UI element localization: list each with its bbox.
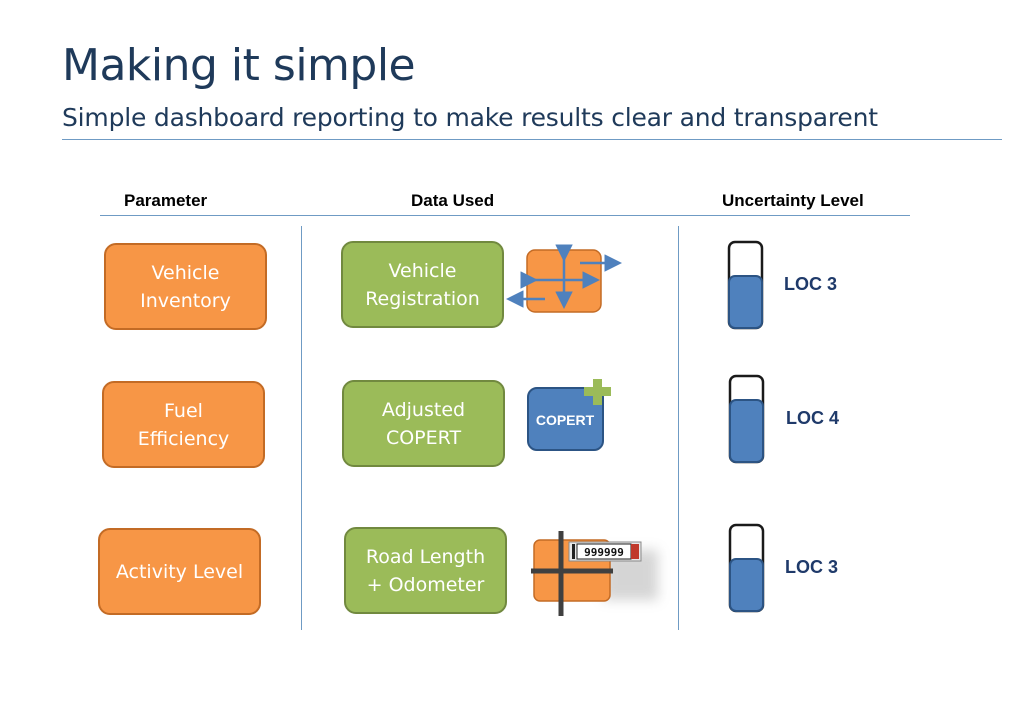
arrows-icon: [505, 242, 630, 325]
data-vehicle-registration: Vehicle Registration: [341, 241, 504, 328]
column-divider-right: [678, 226, 679, 630]
loc-label-2: LOC 4: [786, 408, 840, 428]
copert-icon: COPERT: [522, 378, 618, 459]
uncertainty-gauge-2: [728, 374, 766, 471]
parameter-fuel-efficiency: Fuel Efficiency: [102, 381, 265, 468]
data-road-length-odometer: Road Length + Odometer: [344, 527, 507, 614]
header-data-used: Data Used: [411, 191, 495, 210]
uncertainty-gauge-1: [727, 240, 765, 337]
header-divider: [100, 215, 910, 216]
loc-label-1: LOC 3: [784, 274, 838, 294]
column-divider-left: [301, 226, 302, 630]
copert-icon-label: COPERT: [536, 412, 595, 428]
uncertainty-gauge-3: [728, 523, 766, 620]
data-adjusted-copert: Adjusted COPERT: [342, 380, 505, 467]
header-uncertainty: Uncertainty Level: [722, 191, 864, 210]
odometer-icon: 999999: [527, 528, 672, 623]
parameter-vehicle-inventory: Vehicle Inventory: [104, 243, 267, 330]
title-divider: [62, 139, 1002, 140]
parameter-activity-level: Activity Level: [98, 528, 261, 615]
slide-title: Making it simple: [62, 40, 416, 91]
header-parameter: Parameter: [124, 191, 208, 210]
slide-subtitle: Simple dashboard reporting to make resul…: [62, 103, 878, 132]
odometer-reading: 999999: [584, 546, 624, 559]
loc-label-3: LOC 3: [785, 557, 839, 577]
